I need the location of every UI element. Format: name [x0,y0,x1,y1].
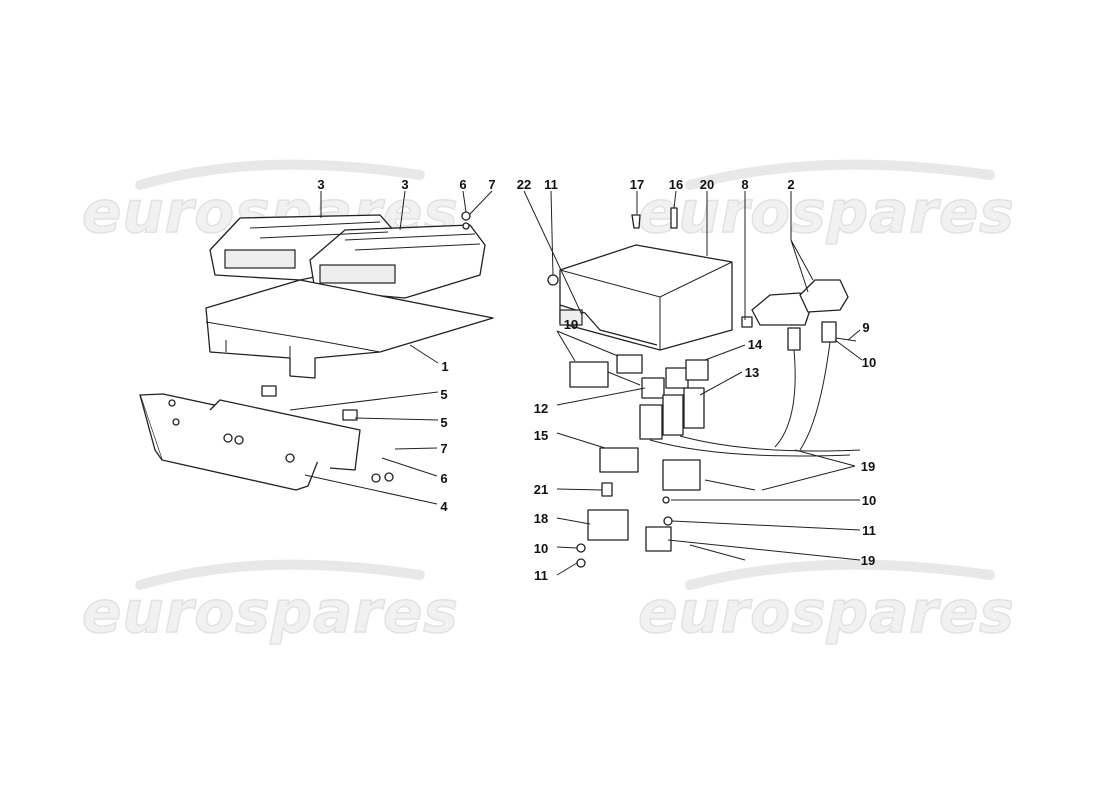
leader-lines [289,190,863,576]
watermark-logo: eurospares [638,178,1015,246]
callout-2: 2 [787,177,794,192]
relay-box-cover [547,207,733,351]
callout-labels: 3 3 6 7 1 5 5 7 6 4 22 11 17 16 20 8 2 1… [317,177,876,583]
callout-19: 19 [861,553,875,568]
callout-11: 11 [534,568,548,583]
callout-13: 13 [745,365,759,380]
callout-10: 10 [534,541,548,556]
callout-12: 12 [534,401,548,416]
callout-4: 4 [440,499,448,514]
callout-19: 19 [861,459,875,474]
callout-8: 8 [741,177,748,192]
callout-21: 21 [534,482,548,497]
watermarks: eurospares eurospares eurospares eurospa… [81,159,1015,647]
watermark-logo: eurospares [82,578,459,646]
callout-7: 7 [488,177,495,192]
callout-14: 14 [748,337,763,352]
callout-9: 9 [862,320,869,335]
callout-22: 22 [517,177,531,192]
relays-and-connectors [569,354,861,568]
callout-6: 6 [459,177,466,192]
callout-19: 19 [564,317,578,332]
callout-1: 1 [441,359,448,374]
harness-connectors [741,279,857,451]
callout-18: 18 [534,511,548,526]
callout-6: 6 [440,471,447,486]
callout-20: 20 [700,177,714,192]
callout-15: 15 [534,428,548,443]
callout-17: 17 [630,177,644,192]
callout-3: 3 [401,177,408,192]
callout-10: 10 [862,355,876,370]
callout-7: 7 [440,441,447,456]
ecu-units [209,211,486,299]
callout-3: 3 [317,177,324,192]
callout-5: 5 [440,387,447,402]
callout-11: 11 [544,177,558,192]
mounting-plate [205,279,494,379]
bracket [139,385,394,491]
watermark-logo: eurospares [638,578,1015,646]
callout-11: 11 [862,523,876,538]
callout-10: 10 [862,493,876,508]
callout-16: 16 [669,177,683,192]
callout-5: 5 [440,415,447,430]
